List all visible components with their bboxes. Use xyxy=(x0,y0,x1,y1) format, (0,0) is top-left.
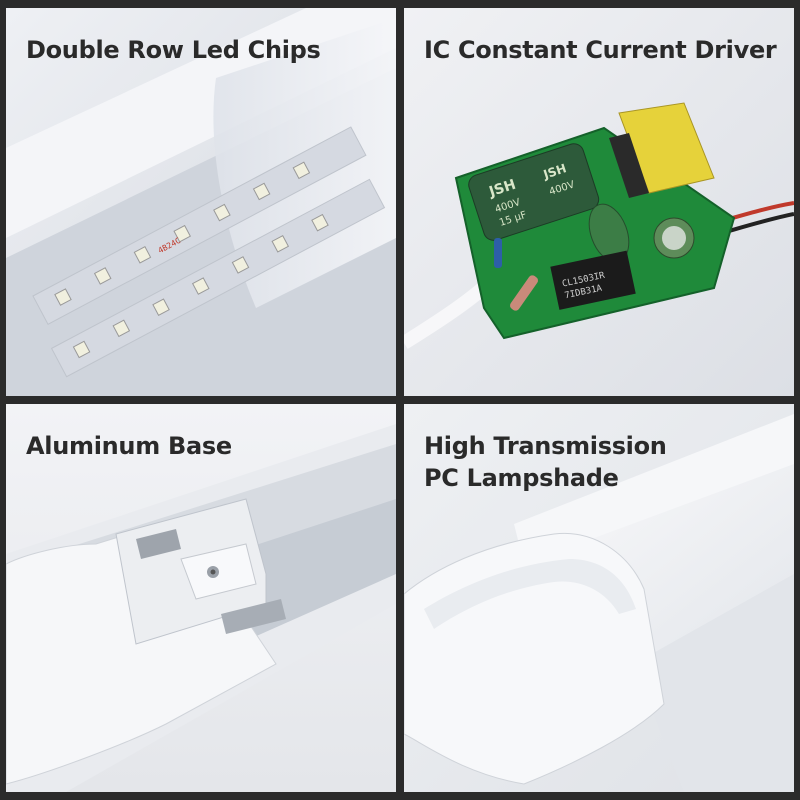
led-chips-photo: 4B24C xyxy=(6,8,396,396)
caption-driver: IC Constant Current Driver xyxy=(424,36,777,64)
panel-driver: JSH 400V 15 µF JSH 400V CL1503IR 7IDB31A… xyxy=(404,8,794,396)
driver-board-photo: JSH 400V 15 µF JSH 400V CL1503IR 7IDB31A xyxy=(404,8,794,396)
panel-led-chips: 4B24C Double Row Led Chips xyxy=(6,8,396,396)
led-chip-row-1 xyxy=(54,161,311,306)
transformer xyxy=(609,102,715,198)
caption-lampshade: High Transmission PC Lampshade xyxy=(424,430,667,494)
panel-base: Aluminum Base xyxy=(6,404,396,792)
lampshade-photo xyxy=(404,404,794,792)
caption-lampshade-line-1: High Transmission xyxy=(424,432,667,460)
caption-led-chips: Double Row Led Chips xyxy=(26,36,321,64)
ic-chip: CL1503IR 7IDB31A xyxy=(550,250,636,310)
panel-lampshade: High Transmission PC Lampshade xyxy=(404,404,794,792)
aluminum-base-photo xyxy=(6,404,396,792)
caption-base: Aluminum Base xyxy=(26,432,232,460)
led-chip-row-2 xyxy=(72,213,329,359)
caption-lampshade-line-2: PC Lampshade xyxy=(424,464,619,492)
capacitor-large: JSH 400V 15 µF JSH 400V xyxy=(468,143,600,241)
